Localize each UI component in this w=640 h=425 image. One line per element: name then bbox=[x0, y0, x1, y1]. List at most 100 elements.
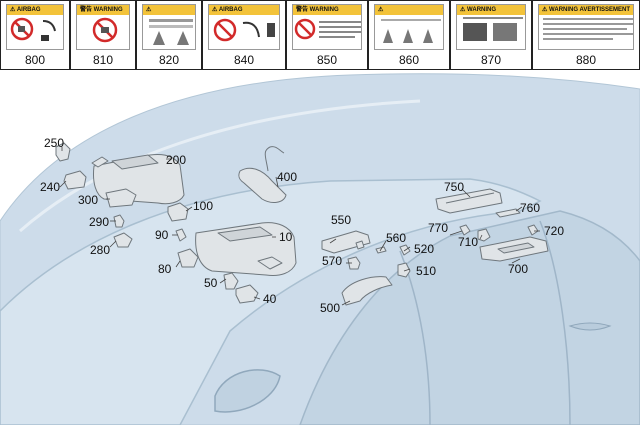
side-window-shape bbox=[299, 210, 640, 425]
part-number: 880 bbox=[575, 53, 597, 67]
label-cell-880[interactable]: ⚠ WARNING AVERTISSEMENT 880 bbox=[532, 0, 640, 70]
no-child-seat-icon bbox=[10, 17, 56, 41]
label-cell-870[interactable]: ⚠ WARNING 870 bbox=[450, 0, 532, 70]
label-cell-840[interactable]: ⚠ AIRBAG 840 bbox=[202, 0, 286, 70]
callout-80: 80 bbox=[158, 262, 172, 276]
visor-hinge bbox=[91, 156, 109, 168]
no-child-seat-icon bbox=[294, 18, 361, 40]
label-header: ⚠ bbox=[375, 5, 443, 15]
warning-label-strip: ⚠ AIRBAG 800 警告 WARNING bbox=[0, 0, 640, 71]
mirror-cable bbox=[264, 146, 285, 172]
callout-710: 710 bbox=[458, 235, 479, 249]
holder-part[interactable] bbox=[177, 248, 199, 268]
part-number: 850 bbox=[316, 53, 338, 67]
callout-250: 250 bbox=[44, 136, 65, 150]
callout-770: 770 bbox=[428, 221, 449, 235]
label-header: ⚠ WARNING bbox=[457, 5, 525, 15]
label-header: ⚠ WARNING AVERTISSEMENT bbox=[539, 5, 633, 15]
visor-clip-part[interactable] bbox=[223, 272, 239, 290]
callout-400: 400 bbox=[277, 170, 298, 184]
side-mirror bbox=[214, 369, 281, 413]
callout-280: 280 bbox=[90, 243, 111, 257]
trim-cap-part[interactable] bbox=[105, 188, 137, 208]
exploded-view-diagram bbox=[0, 73, 640, 425]
callout-90: 90 bbox=[155, 228, 169, 242]
bracket-part[interactable] bbox=[397, 262, 411, 278]
parts-group bbox=[55, 142, 549, 306]
visor-support-part[interactable] bbox=[235, 284, 259, 304]
callout-100: 100 bbox=[193, 199, 214, 213]
airbag-warning-label: ⚠ AIRBAG bbox=[6, 4, 64, 50]
callout-200: 200 bbox=[166, 153, 187, 167]
seat-warning-label: ⚠ bbox=[142, 4, 196, 50]
callout-500: 500 bbox=[320, 301, 341, 315]
clip-part[interactable] bbox=[459, 224, 471, 236]
switch-part[interactable] bbox=[477, 228, 491, 242]
seat-pictogram-icon bbox=[463, 17, 523, 41]
callout-240: 240 bbox=[40, 180, 61, 194]
callout-700: 700 bbox=[508, 262, 529, 276]
plug-part[interactable] bbox=[347, 256, 361, 270]
door-line bbox=[539, 220, 571, 425]
sun-visor-mount-part[interactable] bbox=[63, 170, 87, 190]
part-number: 840 bbox=[233, 53, 255, 67]
seat-pictogram-icon bbox=[149, 19, 193, 45]
bilingual-warning-label: 警告 WARNING bbox=[292, 4, 362, 50]
part-number: 870 bbox=[480, 53, 502, 67]
sun-visor-clip-part[interactable] bbox=[55, 142, 71, 162]
label-header: 警告 WARNING bbox=[77, 5, 129, 15]
windshield-shape bbox=[0, 178, 542, 425]
callout-560: 560 bbox=[386, 231, 407, 245]
vanity-mirror-cover bbox=[217, 226, 273, 242]
label-cell-800[interactable]: ⚠ AIRBAG 800 bbox=[0, 0, 70, 70]
console-lens bbox=[497, 242, 535, 254]
no-child-seat-icon bbox=[92, 17, 118, 43]
label-cell-860[interactable]: ⚠ 860 bbox=[368, 0, 450, 70]
mount-bracket-part[interactable] bbox=[113, 232, 133, 248]
label-header: 警告 WARNING bbox=[293, 5, 361, 15]
lens-part[interactable] bbox=[495, 208, 521, 218]
callout-300: 300 bbox=[78, 193, 99, 207]
callout-520: 520 bbox=[414, 242, 435, 256]
door-handle bbox=[568, 322, 612, 331]
label-cell-820[interactable]: ⚠ 820 bbox=[136, 0, 202, 70]
small-clip-part[interactable] bbox=[113, 214, 125, 228]
callout-290: 290 bbox=[89, 215, 110, 229]
callout-40: 40 bbox=[263, 292, 277, 306]
label-header: ⚠ AIRBAG bbox=[7, 5, 63, 15]
label-cell-850[interactable]: 警告 WARNING 850 bbox=[286, 0, 368, 70]
frame-rib bbox=[445, 192, 495, 204]
callout-10: 10 bbox=[279, 230, 293, 244]
bolt-part[interactable] bbox=[175, 228, 187, 242]
callout-750: 750 bbox=[444, 180, 465, 194]
seat-pictogram-icon bbox=[381, 19, 441, 43]
part-number: 810 bbox=[92, 53, 114, 67]
leader-lines bbox=[59, 147, 540, 306]
grab-handle-part[interactable] bbox=[341, 276, 393, 306]
roof-highlight bbox=[19, 99, 421, 233]
label-header: ⚠ bbox=[143, 5, 195, 15]
callout-510: 510 bbox=[416, 264, 437, 278]
advanced-airbag-warning-label: ⚠ WARNING bbox=[456, 4, 526, 50]
text-block-icon bbox=[543, 18, 633, 40]
part-number: 820 bbox=[158, 53, 180, 67]
seat-warning-label: ⚠ bbox=[374, 4, 444, 50]
vanity-mirror-cover bbox=[111, 154, 159, 170]
callout-550: 550 bbox=[331, 213, 352, 227]
roof-console-bracket-part[interactable] bbox=[321, 230, 371, 254]
visor-end-cap bbox=[257, 256, 283, 270]
callout-760: 760 bbox=[520, 201, 541, 215]
no-child-seat-icon bbox=[213, 18, 275, 42]
bracket-tab bbox=[355, 240, 365, 250]
bilingual-warning-label: 警告 WARNING bbox=[76, 4, 130, 50]
callout-570: 570 bbox=[322, 254, 343, 268]
part-number: 860 bbox=[398, 53, 420, 67]
label-cell-810[interactable]: 警告 WARNING 810 bbox=[70, 0, 136, 70]
label-header: ⚠ AIRBAG bbox=[209, 5, 279, 15]
warning-avertissement-label: ⚠ WARNING AVERTISSEMENT bbox=[538, 4, 634, 50]
rear-view-mirror-part[interactable] bbox=[238, 167, 287, 203]
visor-clip-part[interactable] bbox=[167, 202, 189, 222]
callout-50: 50 bbox=[204, 276, 218, 290]
airbag-warning-label: ⚠ AIRBAG bbox=[208, 4, 280, 50]
